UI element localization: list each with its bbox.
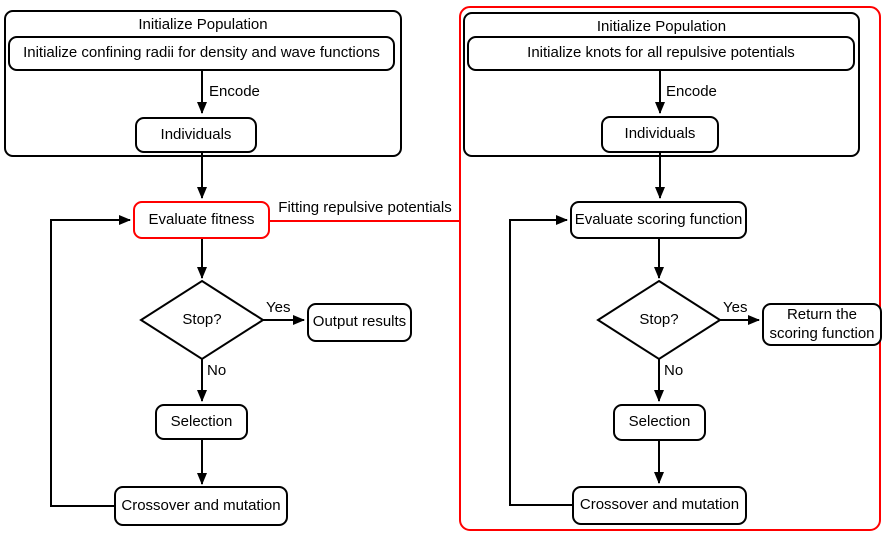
return-scoring-label: Return the scoring function bbox=[769, 305, 875, 342]
evaluate-scoring-label: Evaluate scoring function bbox=[574, 210, 743, 228]
output-results-box: Output results bbox=[307, 303, 412, 342]
feedback-loop-right bbox=[509, 215, 572, 506]
selection-label-right: Selection bbox=[628, 413, 691, 431]
evaluate-fitness-box: Evaluate fitness bbox=[133, 201, 270, 239]
selection-box-right: Selection bbox=[613, 404, 706, 441]
selection-label-left: Selection bbox=[170, 412, 233, 430]
crossover-box-right: Crossover and mutation bbox=[572, 486, 747, 525]
individuals-box-left: Individuals bbox=[135, 117, 257, 153]
selection-box-left: Selection bbox=[155, 404, 248, 440]
evaluate-fitness-label: Evaluate fitness bbox=[148, 210, 255, 228]
init-step-box-right: Initialize knots for all repulsive poten… bbox=[467, 36, 855, 71]
evaluate-scoring-box: Evaluate scoring function bbox=[570, 201, 747, 239]
crossover-label-left: Crossover and mutation bbox=[121, 496, 281, 514]
encode-label-left: Encode bbox=[209, 83, 260, 100]
individuals-label-right: Individuals bbox=[624, 125, 696, 143]
output-results-label: Output results bbox=[312, 313, 407, 331]
fitting-connector-label: Fitting repulsive potentials bbox=[278, 199, 452, 216]
return-scoring-box: Return the scoring function bbox=[762, 303, 882, 346]
init-population-group-left: Initialize Population bbox=[4, 10, 402, 157]
group-title-right: Initialize Population bbox=[596, 18, 727, 35]
group-title-left: Initialize Population bbox=[138, 16, 268, 33]
stop-label-right: Stop? bbox=[639, 311, 679, 328]
yes-label-left: Yes bbox=[266, 299, 291, 316]
init-population-group-right: Initialize Population bbox=[463, 12, 860, 157]
init-step-box-left: Initialize confining radii for density a… bbox=[8, 36, 395, 71]
crossover-box-left: Crossover and mutation bbox=[114, 486, 288, 526]
crossover-label-right: Crossover and mutation bbox=[579, 496, 740, 514]
no-label-left: No bbox=[207, 362, 227, 379]
encode-label-right: Encode bbox=[666, 83, 717, 100]
individuals-box-right: Individuals bbox=[601, 116, 719, 153]
individuals-label-left: Individuals bbox=[160, 125, 232, 143]
feedback-loop-left bbox=[50, 215, 131, 507]
stop-decision-diamond-right bbox=[596, 279, 722, 361]
init-step-label-right: Initialize knots for all repulsive poten… bbox=[527, 44, 795, 62]
no-label-right: No bbox=[664, 362, 684, 379]
stop-label-left: Stop? bbox=[182, 311, 222, 328]
right-flow-red-group bbox=[459, 6, 881, 531]
yes-label-right: Yes bbox=[723, 299, 748, 316]
stop-decision-diamond-left bbox=[139, 279, 265, 361]
init-step-label-left: Initialize confining radii for density a… bbox=[23, 44, 380, 62]
